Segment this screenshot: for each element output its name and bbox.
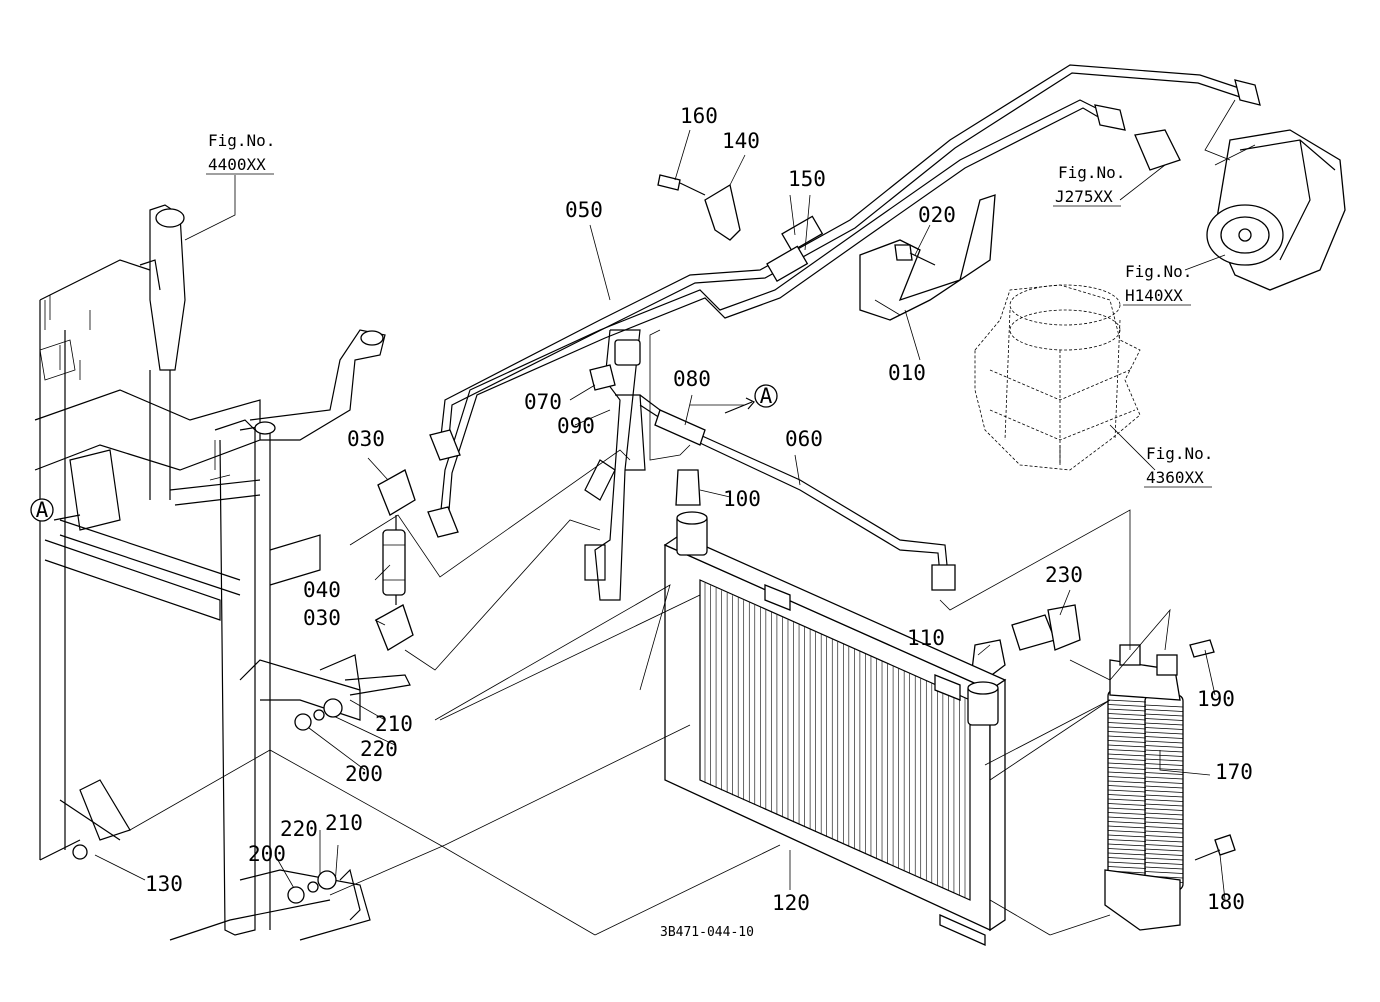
fig-ref-h140-caption: Fig.No.	[1125, 262, 1192, 281]
receiver-170	[1104, 639, 1236, 931]
compressor-h140	[1206, 129, 1346, 291]
part-label-050: 050	[565, 198, 603, 222]
part-label-020: 020	[918, 203, 956, 227]
part-label-120: 120	[772, 891, 810, 915]
fig-ref-4360-caption: Fig.No.	[1146, 444, 1213, 463]
part-label-200-lower: 200	[248, 842, 286, 866]
part-label-070: 070	[524, 390, 562, 414]
part-label-220-upper: 220	[360, 737, 398, 761]
marker-a-arrow: A	[760, 384, 773, 408]
fig-ref-4400-caption: Fig.No.	[208, 131, 275, 150]
part-label-130: 130	[145, 872, 183, 896]
part-label-040: 040	[303, 578, 341, 602]
fig-ref-4400-number: 4400XX	[208, 155, 266, 174]
part-label-110: 110	[907, 626, 945, 650]
fig-ref-j275-number: J275XX	[1055, 187, 1113, 206]
part-label-200-upper: 200	[345, 762, 383, 786]
part-label-220-lower: 220	[280, 817, 318, 841]
component-4360	[974, 284, 1141, 471]
part-label-160: 160	[680, 104, 718, 128]
part-label-170: 170	[1215, 760, 1253, 784]
fasteners	[287, 698, 343, 904]
fig-ref-h140-number: H140XX	[1125, 286, 1183, 305]
drawing-code: 3B471-044-10	[660, 925, 754, 940]
part-label-010: 010	[888, 361, 926, 385]
part-label-150: 150	[788, 167, 826, 191]
part-label-180: 180	[1207, 890, 1245, 914]
part-label-140: 140	[722, 129, 760, 153]
pipes	[375, 64, 1261, 681]
brackets	[657, 174, 996, 321]
frame-structure: A	[30, 204, 411, 941]
condenser-120	[663, 511, 1007, 947]
leader-lines: A	[94, 99, 1256, 936]
part-label-060: 060	[785, 427, 823, 451]
marker-a-left: A	[36, 498, 49, 522]
fig-ref-4360-number: 4360XX	[1146, 468, 1204, 487]
part-label-030-upper: 030	[347, 427, 385, 451]
fig-ref-j275-caption: Fig.No.	[1058, 163, 1125, 182]
part-label-080: 080	[673, 367, 711, 391]
part-label-090: 090	[557, 414, 595, 438]
figure-references: Fig.No. 4400XX Fig.No. J275XX Fig.No. H1…	[206, 131, 1213, 488]
condenser-fins	[704, 583, 966, 898]
part-label-230: 230	[1045, 563, 1083, 587]
part-labels: 010 020 030 030 040 050 060 070 080 090 …	[145, 104, 1253, 915]
part-label-100: 100	[723, 487, 761, 511]
receiver-coils	[1107, 699, 1184, 883]
part-label-030-lower: 030	[303, 606, 341, 630]
part-label-210-upper: 210	[375, 712, 413, 736]
part-label-190: 190	[1197, 687, 1235, 711]
part-label-210-lower: 210	[325, 811, 363, 835]
